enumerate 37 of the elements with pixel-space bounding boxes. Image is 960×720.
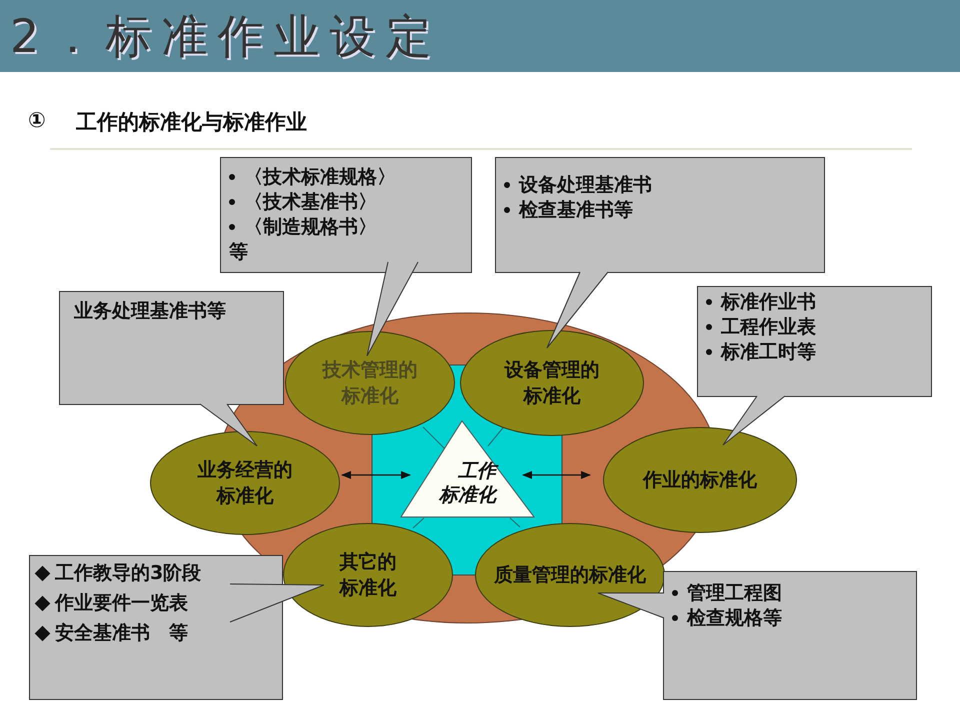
callout-pointer [546,272,610,348]
ellipse-label: 其它的标准化 [338,550,398,601]
list-item: 〈制造规格书〉 [244,214,377,240]
callout-pointer [230,584,324,623]
triangle-label: 工作标准化 [438,459,498,508]
list-item: 等 [229,240,248,264]
list-item: 标准作业书 [721,290,816,314]
callout-box [29,555,283,700]
callout-pointer [366,262,419,356]
double-arrow [522,471,591,479]
double-arrow [341,471,411,479]
ellipse-label: 技术管理的标准化 [321,358,418,409]
list-item: 安全基准书 等 [55,621,188,646]
list-item: 检查规格等 [687,606,782,630]
list-item: 〈技术标准规格〉 [244,164,396,190]
list-item: 设备处理基准书 [519,172,652,198]
list-item: 标准工时等 [721,340,816,364]
ellipse-label: 设备管理的标准化 [503,358,600,409]
list-item: 工程作业表 [721,314,816,340]
ellipse-label: 业务经营的标准化 [196,458,294,509]
list-item: 工作教导的3阶段 [55,561,202,586]
callout-box [663,571,917,700]
list-item: 检查基准书等 [519,198,633,222]
center-triangle [400,420,535,518]
ellipse-label: 质量管理的标准化 [493,563,647,588]
list-item: 管理工程图 [687,580,782,606]
ellipse-label: 作业的标准化 [642,468,758,493]
list-item: 业务处理基准书等 [74,298,226,324]
callout-pointer [198,404,258,446]
list-item: 〈技术基准书〉 [244,190,377,214]
callout-pointer [722,396,786,446]
page-title: 2．标准作业设定 [10,8,442,65]
callout-pointer [598,592,664,619]
circled-number: ① [28,108,46,132]
list-item: 作业要件一览表 [55,591,188,616]
section-heading: 工作的标准化与标准作业 [76,109,307,136]
callout-box [220,157,472,273]
